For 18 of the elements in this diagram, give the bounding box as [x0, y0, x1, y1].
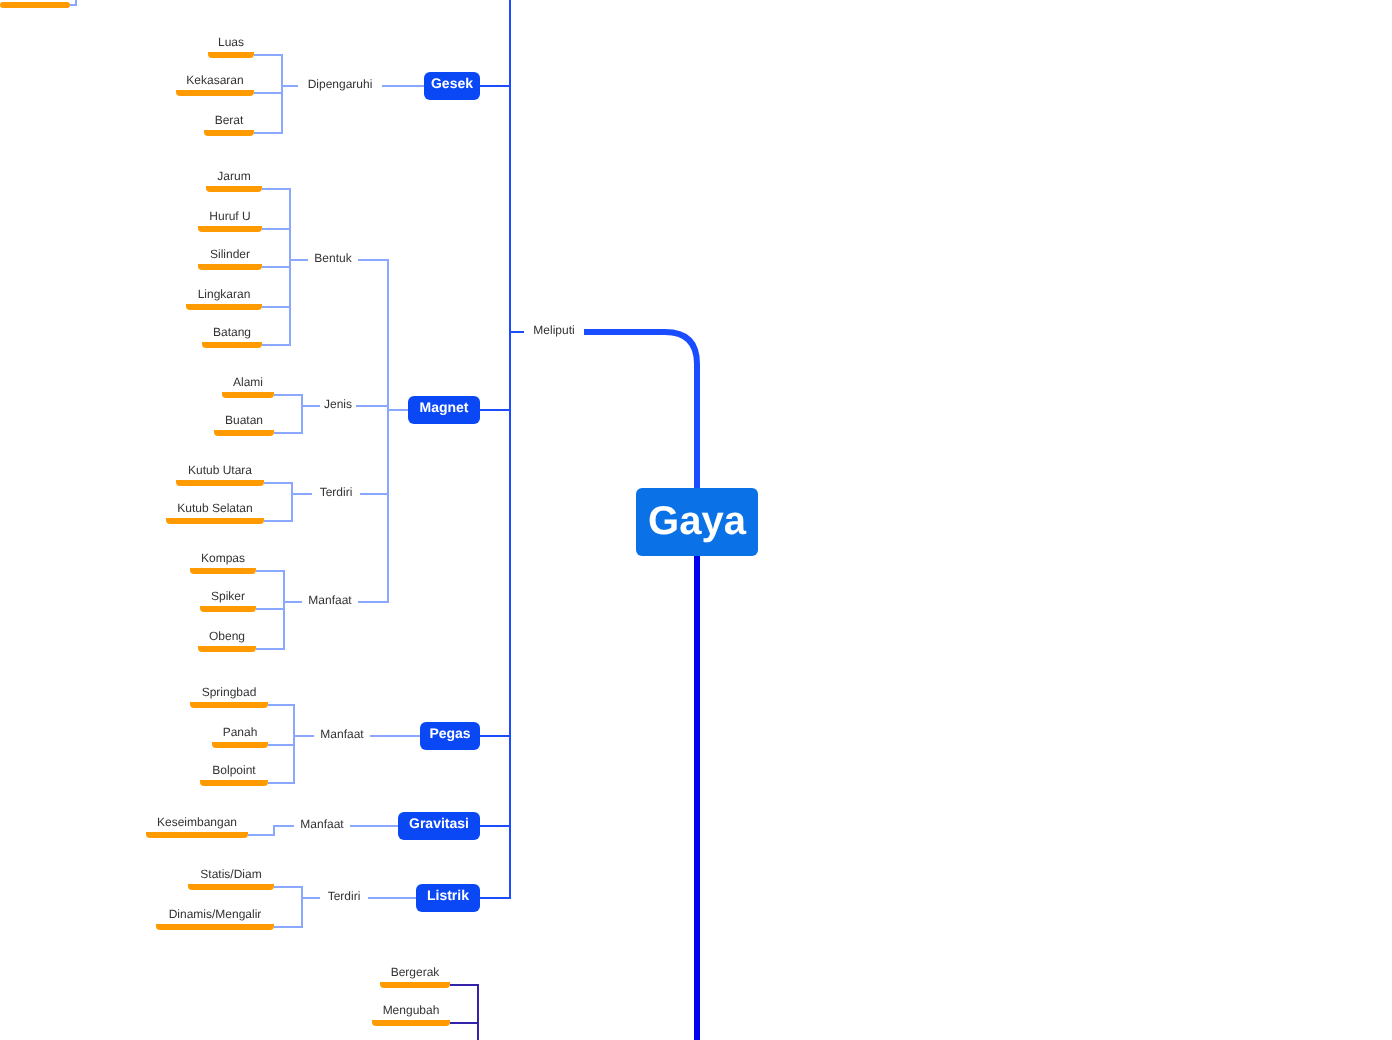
central-topic-box: Gaya — [636, 488, 758, 556]
connector-line — [69, 0, 77, 6]
connector-line — [247, 825, 295, 836]
connector-line — [255, 601, 303, 650]
connector-line — [267, 735, 315, 784]
connector-line — [263, 493, 313, 522]
connector-line — [253, 85, 299, 134]
connector-line — [584, 329, 700, 488]
connector-line — [449, 1022, 479, 1040]
connector-line — [694, 556, 700, 1040]
connector-line — [273, 405, 321, 434]
connector-line — [261, 259, 309, 346]
connector-line — [273, 897, 321, 928]
connector-line — [369, 735, 421, 737]
connector-line — [381, 85, 425, 87]
underline-bar — [0, 2, 70, 8]
connector-line — [349, 825, 399, 827]
connector-line — [367, 897, 417, 899]
